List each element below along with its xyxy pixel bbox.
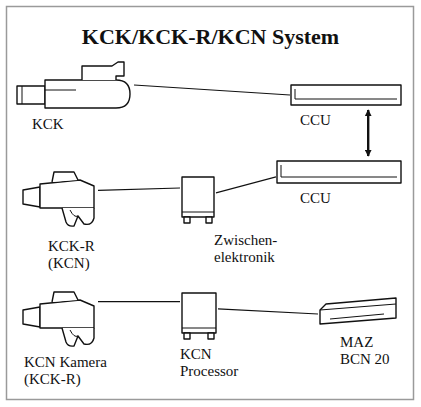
node-label: KCN Kamera (KCK-R) [24, 354, 120, 388]
connector [367, 110, 369, 156]
node-label: CCU [300, 112, 360, 129]
camera-icon-outline [16, 60, 134, 110]
camera-icon-outline [22, 170, 98, 228]
node-label: KCK-R (KCN) [48, 238, 104, 272]
processor-box: KCN Processor [180, 292, 256, 380]
connector [134, 85, 290, 95]
vtr-recorder-outline [318, 296, 398, 326]
vtr-recorder: MAZ BCN 20 [318, 296, 398, 368]
electronics-box-outline [180, 176, 216, 224]
connector [98, 301, 180, 302]
connector [218, 309, 318, 314]
node-label: KCN Processor [180, 346, 256, 380]
connector [216, 177, 276, 193]
camera-icon: KCK [16, 60, 134, 133]
node-label: CCU [300, 190, 360, 207]
ccu-unit: CCU [290, 84, 402, 129]
camera-icon: KCK-R (KCN) [22, 170, 104, 272]
camera-icon: KCN Kamera (KCK-R) [22, 290, 120, 388]
node-label: Zwischen- elektronik [214, 232, 290, 266]
node-label: KCK [32, 116, 92, 133]
ccu-unit-outline [276, 160, 402, 184]
frame-rect [7, 7, 414, 400]
processor-box-outline [180, 292, 218, 340]
electronics-box: Zwischen- elektronik [180, 176, 290, 266]
camera-icon-outline [22, 290, 98, 348]
connector [98, 188, 180, 190]
diagram-title: KCK/KCK-R/KCN System [0, 24, 421, 50]
node-label: MAZ BCN 20 [340, 334, 398, 368]
ccu-unit-outline [290, 84, 402, 106]
ccu-unit: CCU [276, 160, 402, 207]
